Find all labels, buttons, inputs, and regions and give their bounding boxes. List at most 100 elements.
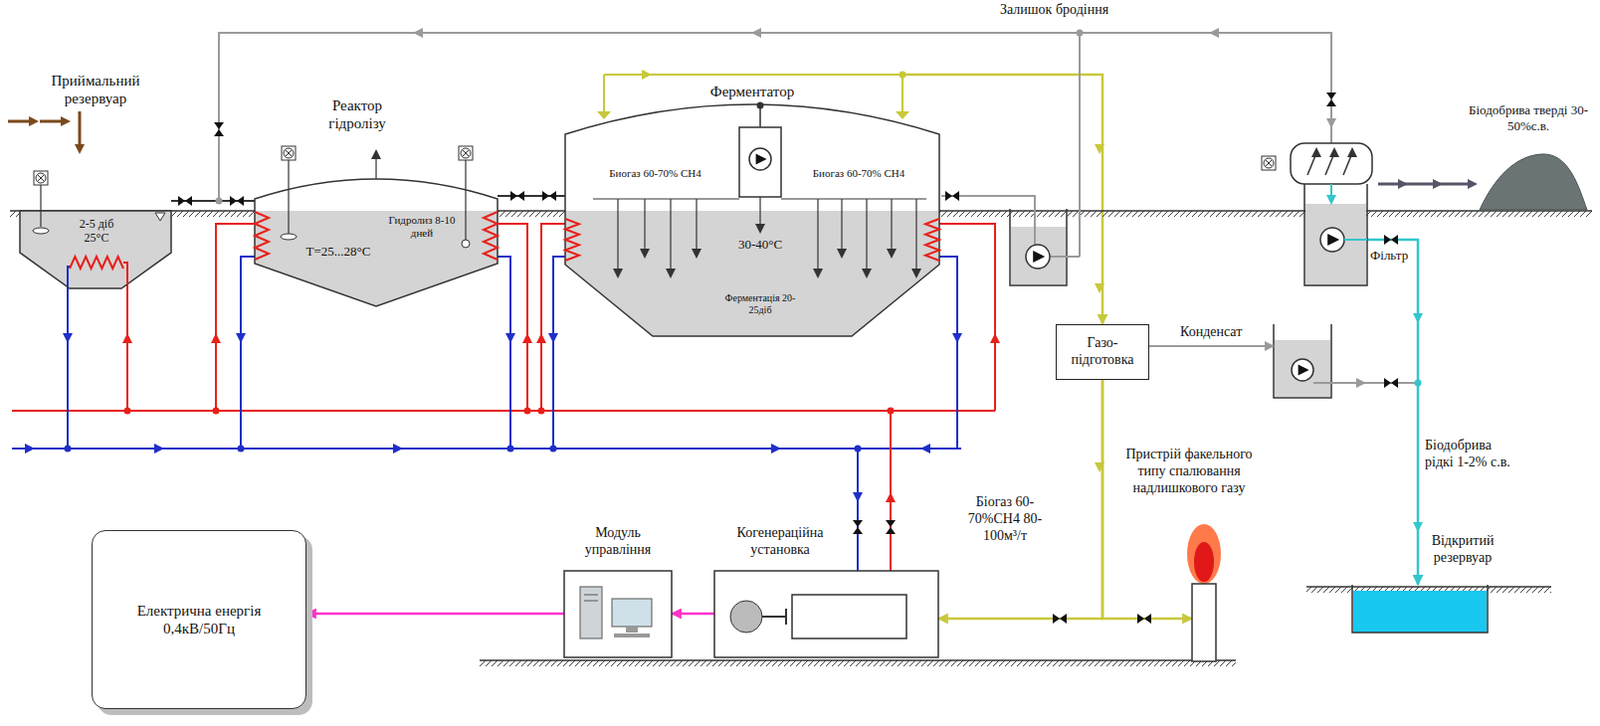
drawing-polygon xyxy=(1298,365,1310,377)
drawing-line xyxy=(464,160,466,240)
drawing-polygon xyxy=(1432,179,1443,190)
drawing-polygon xyxy=(911,268,922,279)
reactor-title: Реактор гідролізу xyxy=(312,96,402,133)
drawing-circle xyxy=(507,445,515,453)
drawing-path xyxy=(565,104,940,337)
drawing-rect xyxy=(1274,340,1331,398)
drawing-polygon xyxy=(691,248,702,259)
drawing-polyline xyxy=(69,256,124,269)
drawing-line xyxy=(840,199,842,249)
drawing-polygon xyxy=(542,191,557,201)
drawing-polygon xyxy=(510,191,525,201)
drawing-line xyxy=(584,595,599,597)
condensate-label: Конденсат xyxy=(1180,324,1242,342)
drawing-line xyxy=(11,409,996,412)
gas-treatment-label: Газо-підготовка xyxy=(1062,335,1143,370)
drawing-line xyxy=(287,160,289,234)
flow-connector xyxy=(671,612,715,616)
drawing-line xyxy=(1330,184,1333,197)
drawing-path xyxy=(1304,184,1368,286)
drawing-ellipse xyxy=(1194,542,1214,583)
drawing-circle xyxy=(899,71,907,79)
tank-title: Приймальний резервуар xyxy=(35,71,156,108)
drawing-polygon xyxy=(885,492,896,503)
drawing-polygon xyxy=(371,149,382,160)
cogeneration-label: Когенераційна установка xyxy=(716,525,844,560)
drawing-polygon xyxy=(1208,27,1219,38)
drawing-rect xyxy=(33,171,48,186)
drawing-polyline xyxy=(925,218,940,261)
drawing-polygon xyxy=(751,27,762,38)
reactor-duration: Гидролиз 8-10 дней xyxy=(388,213,456,240)
drawing-polygon xyxy=(886,248,897,259)
drawing-rect xyxy=(281,146,296,161)
flow-connector xyxy=(306,612,565,616)
open-reservoir-outline xyxy=(1352,585,1488,633)
drawing-polygon xyxy=(548,333,559,344)
drawing-polyline xyxy=(941,196,1035,245)
drawing-rect xyxy=(1305,203,1367,286)
drawing-polygon xyxy=(1052,613,1067,624)
drawing-polygon xyxy=(522,333,533,344)
drawing-circle xyxy=(524,407,532,415)
drawing-polygon xyxy=(505,333,516,344)
drawing-polyline xyxy=(497,223,528,411)
drawing-line xyxy=(1306,586,1552,589)
drawing-line xyxy=(915,199,917,269)
drawing-polygon xyxy=(885,520,896,535)
reservoir-label: Відкритий резервуар xyxy=(1425,533,1500,568)
drawing-polygon xyxy=(1412,522,1423,533)
drawing-rect xyxy=(625,626,638,633)
drawing-line xyxy=(1344,238,1368,241)
liquid-fertilizer-label: Біодобрива рідкі 1-2% с.в. xyxy=(1424,437,1521,472)
drawing-polygon xyxy=(1329,147,1340,158)
drawing-line xyxy=(602,74,605,112)
drawing-polygon xyxy=(412,27,423,38)
drawing-circle xyxy=(1414,380,1422,388)
reactor-temperature: T=25...28°C xyxy=(288,243,389,260)
drawing-path xyxy=(597,111,611,120)
drawing-polyline xyxy=(123,262,128,285)
drawing-circle xyxy=(64,445,72,453)
fermenter-duration: Ферментація 20-25діб xyxy=(716,292,804,317)
drawing-polygon xyxy=(952,333,963,344)
drawing-polyline xyxy=(1049,255,1080,258)
drawing-rect xyxy=(1290,143,1373,185)
drawing-circle xyxy=(215,198,223,205)
drawing-polygon xyxy=(235,333,246,344)
drawing-polygon xyxy=(812,268,823,279)
drawing-circle xyxy=(124,407,132,415)
drawing-path xyxy=(1479,154,1588,210)
drawing-circle xyxy=(887,407,895,415)
drawing-polygon xyxy=(154,443,165,454)
drawing-path xyxy=(285,150,292,157)
drawing-polygon xyxy=(639,248,650,259)
drawing-path xyxy=(565,104,940,337)
drawing-line xyxy=(7,120,30,124)
open-reservoir: Відкритий резервуар xyxy=(1352,585,1488,633)
drawing-circle xyxy=(1025,244,1050,269)
drawing-line xyxy=(66,266,69,449)
drawing-rect xyxy=(611,599,652,627)
drawing-polygon xyxy=(1347,147,1358,158)
drawing-polygon xyxy=(1326,195,1337,205)
drawing-line xyxy=(865,199,867,269)
drawing-polygon xyxy=(210,333,221,344)
drawing-circle xyxy=(1076,29,1084,37)
drawing-polygon xyxy=(852,520,863,535)
flare-burner: Пристрій факельного типу спалювання надл… xyxy=(1186,522,1222,662)
biogas-line-label: Біогаз 60-70%CH4 80-100м³/т xyxy=(957,494,1053,545)
drawing-path xyxy=(565,210,940,337)
drawing-path xyxy=(1352,585,1488,633)
drawing-rect xyxy=(580,587,602,639)
drawing-rect xyxy=(479,660,1236,667)
hydrolysis-reactor: Реактор гідролізуT=25...28°C Гидролиз 8-1… xyxy=(248,94,504,309)
drawing-polygon xyxy=(178,196,193,206)
drawing-rect xyxy=(1192,584,1216,662)
receiving-tank: Приймальний резервуар2-5 діб 25°C xyxy=(19,71,172,289)
drawing-circle xyxy=(460,148,471,159)
drawing-line xyxy=(39,185,41,227)
drawing-line xyxy=(1078,32,1081,257)
drawing-polygon xyxy=(756,154,768,166)
drawing-rect xyxy=(1261,156,1276,171)
